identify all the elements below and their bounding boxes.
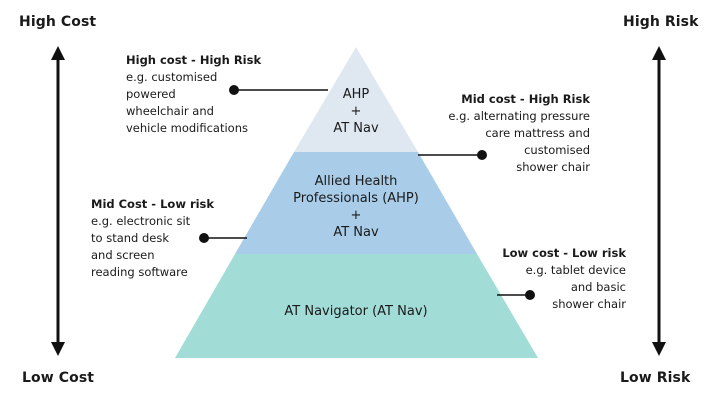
pyramid-tier-top [294,47,418,152]
low-risk-label: Low Risk [620,370,691,386]
tier-top-line: + [350,104,362,119]
annotation-line: e.g. electronic sit [91,214,191,228]
annotation-line: care mattress and [485,126,590,140]
annotation-line: to stand desk [91,231,170,245]
low-cost-label: Low Cost [22,370,95,386]
pyramid-tier-middle [235,152,477,254]
annotation-line: shower chair [552,297,626,311]
high-cost-label: High Cost [19,14,97,30]
annotation-line: e.g. customised [126,70,218,84]
annotation-line: and basic [570,280,626,294]
tier-top-line: AT Nav [333,121,379,136]
tier-middle-line: AT Nav [333,225,379,240]
annotation-line: wheelchair and [126,104,214,118]
annotation-line: e.g. alternating pressure [448,109,590,123]
annotation-line: and screen [91,248,155,262]
tier-middle-label: Allied Health Professionals (AHP) + AT N… [266,173,446,241]
annotation-low-cost-low-risk: Low cost - Low risk e.g. tablet device a… [476,245,626,313]
annotation-line: e.g. tablet device [525,263,626,277]
annotation-line: shower chair [516,160,590,174]
annotation-high-cost-high-risk: High cost - High Risk e.g. customised po… [126,52,261,137]
annotation-line: customised [524,143,590,157]
connector-low-cost-low-risk [497,290,535,300]
annotation-line: reading software [91,265,188,279]
connector-mid-cost-low-risk [199,233,247,243]
tier-middle-line: Professionals (AHP) [293,191,419,206]
annotation-line: vehicle modifications [126,121,248,135]
connector-mid-cost-high-risk [418,150,487,160]
annotation-line: powered [126,87,176,101]
tier-bottom-line: AT Navigator (AT Nav) [284,304,428,319]
connector-high-cost-high-risk [229,85,328,95]
pyramid-tier-bottom [175,254,538,358]
tier-top-line: AHP [342,87,370,102]
annotation-heading: High cost - High Risk [126,53,262,67]
risk-axis-arrow [652,46,666,356]
tier-bottom-label: AT Navigator (AT Nav) [246,303,466,320]
tier-middle-line: + [350,208,362,223]
annotation-heading: Mid cost - High Risk [461,92,590,106]
high-risk-label: High Risk [623,14,699,30]
annotation-mid-cost-low-risk: Mid Cost - Low risk e.g. electronic sit … [91,196,214,281]
annotation-mid-cost-high-risk: Mid cost - High Risk e.g. alternating pr… [420,91,590,176]
annotation-heading: Low cost - Low risk [502,246,626,260]
tier-top-label: AHP + AT Nav [316,86,396,137]
annotation-heading: Mid Cost - Low risk [91,197,215,211]
tier-middle-line: Allied Health [314,174,398,189]
cost-axis-arrow [51,46,65,356]
